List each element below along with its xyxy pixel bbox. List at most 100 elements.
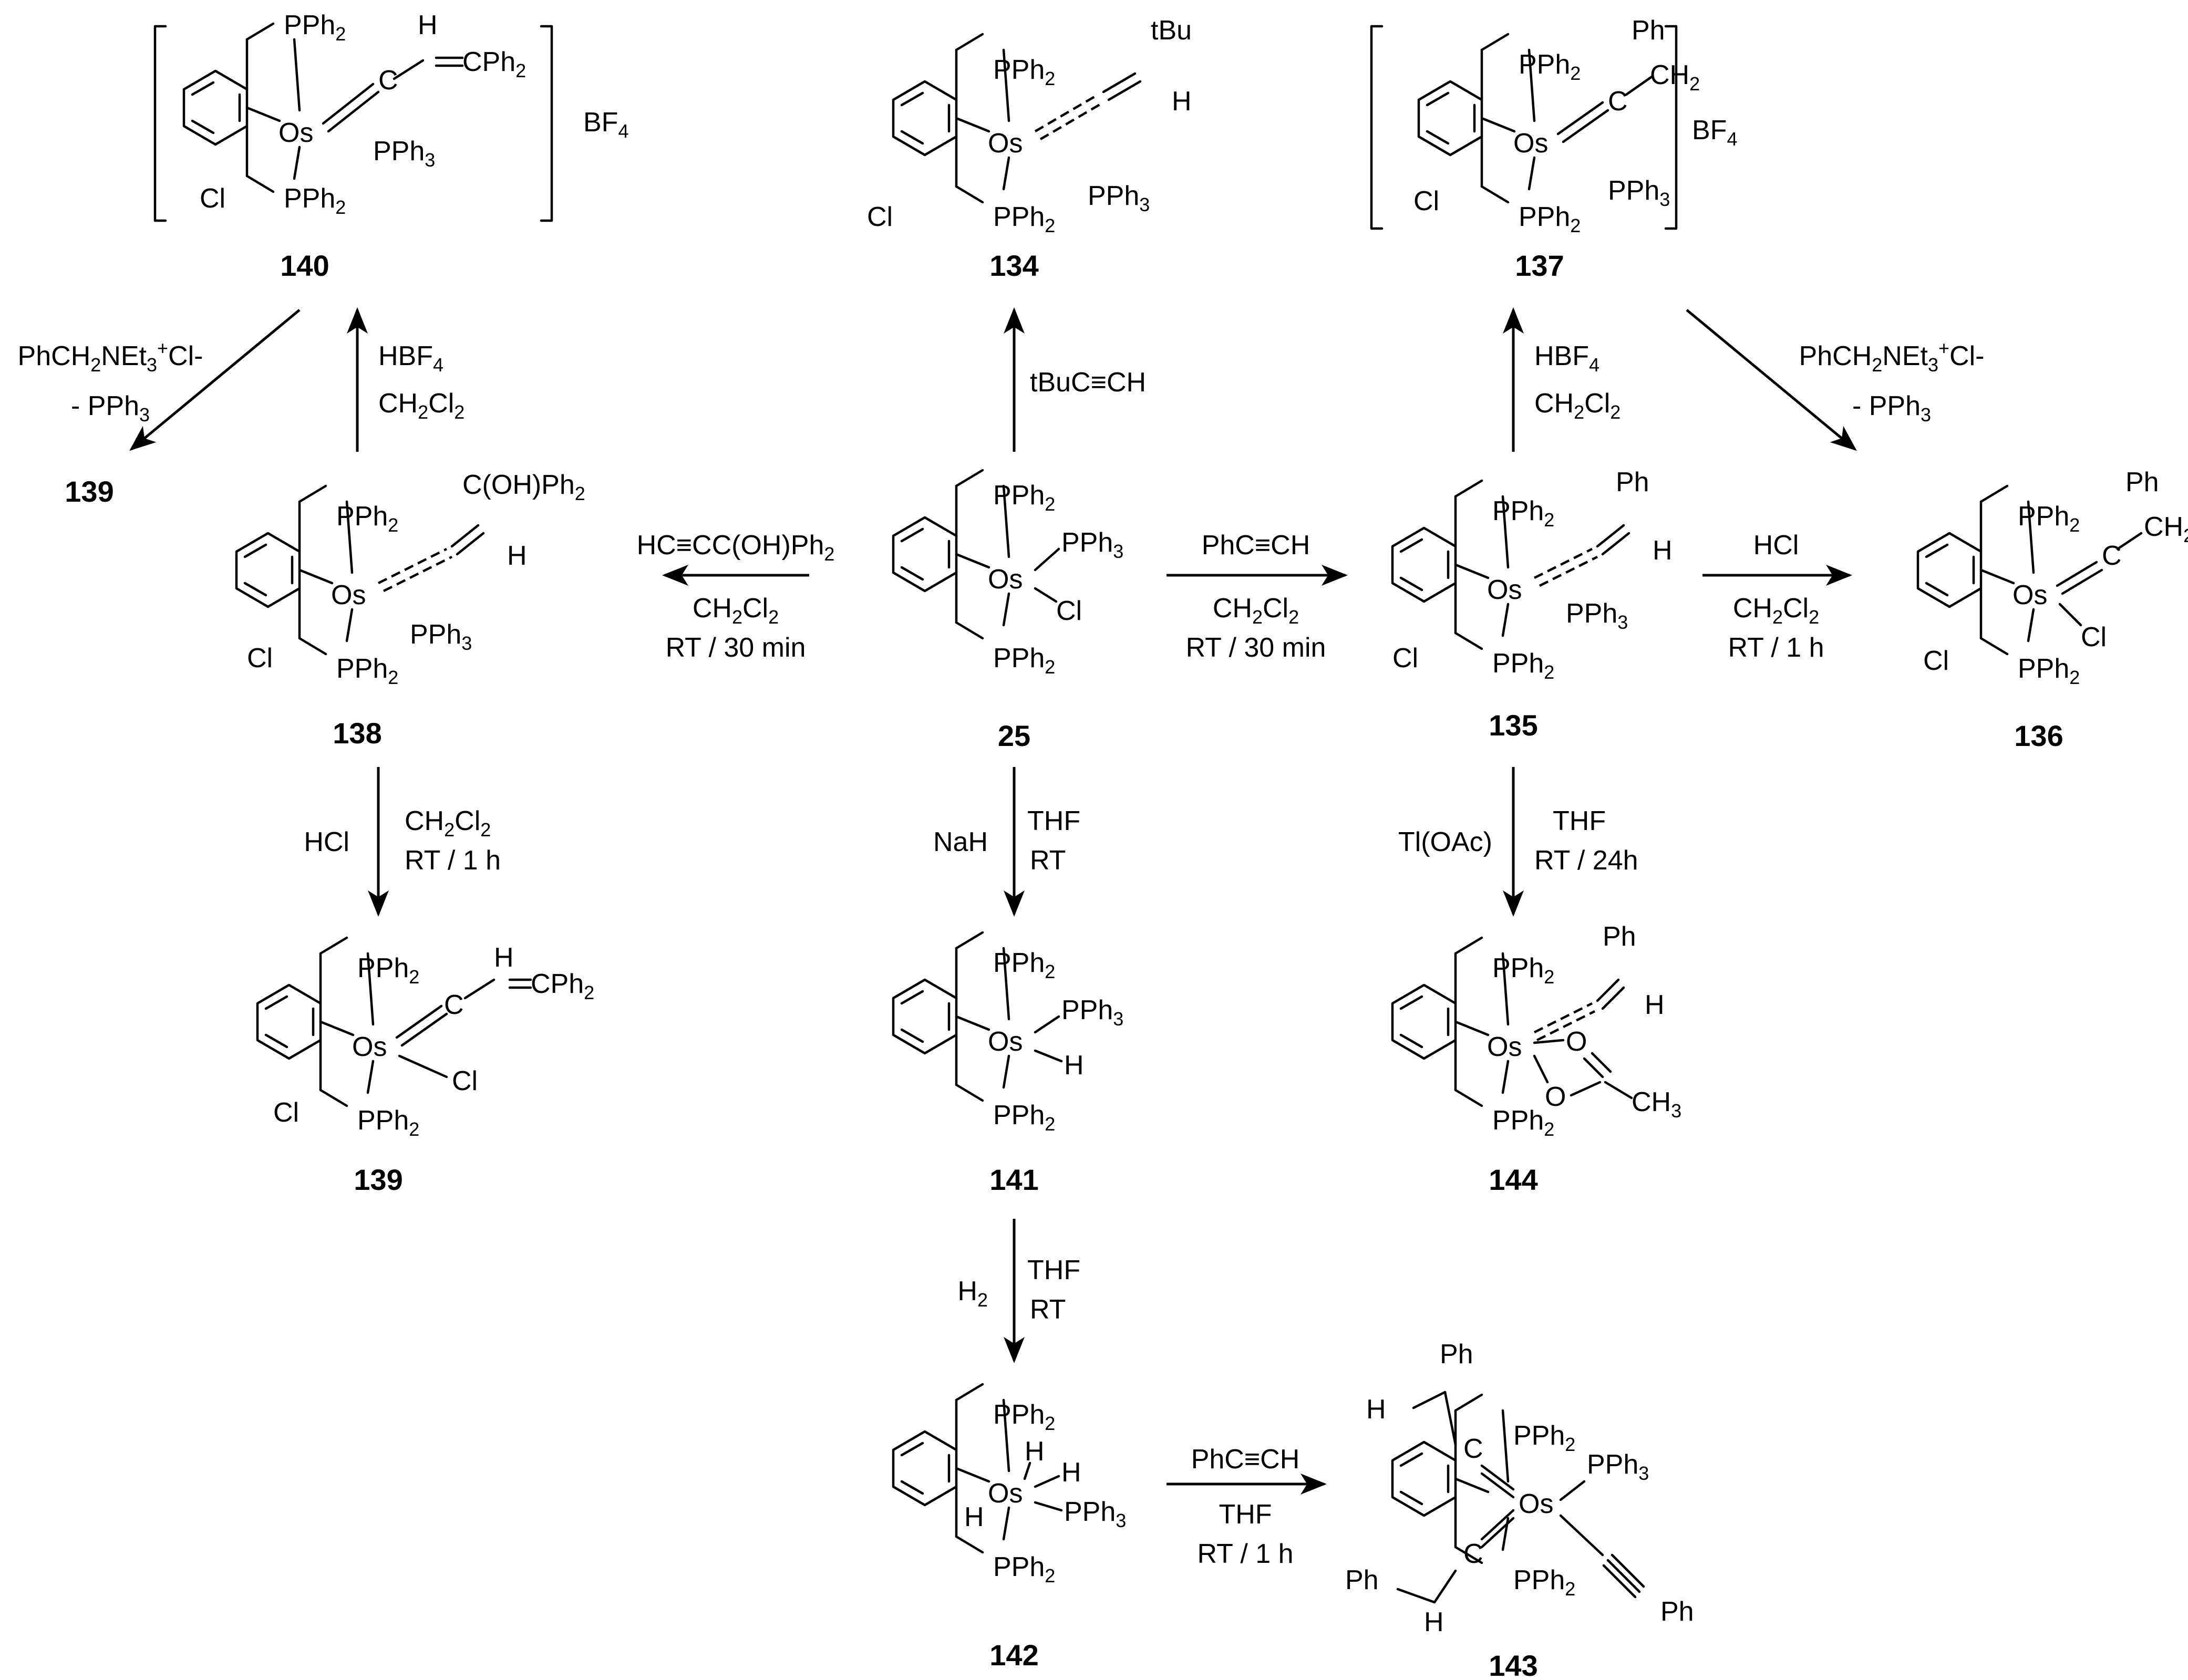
ligand-h: H <box>494 942 514 973</box>
ligand-pph2: PPh2​ <box>993 1100 1055 1135</box>
compound-135: PPh2​ PPh2​ PPh3​ Cl Os Ph H 135 <box>1392 467 1673 742</box>
compound-142: PPh2​ PPh2​ PPh3​ H H H Os 142 <box>893 1384 1126 1672</box>
compound-25: PPh2​ PPh2​ PPh3​ Cl Os 25 <box>893 470 1123 752</box>
ligand-pph2: PPh2​ <box>284 10 346 45</box>
ligand-o: O <box>1566 1026 1587 1057</box>
compound-137: PPh2​ PPh2​ PPh3​ Cl Os C Ph CH2​ BF4​ 1… <box>1370 15 1737 282</box>
conditions-label: RT <box>1030 1294 1066 1325</box>
ligand-pph2: PPh2​ <box>1492 1105 1554 1140</box>
ligand-cph2: CPh2​ <box>462 47 526 81</box>
compound-number: 143 <box>1489 1649 1537 1680</box>
ligand-h: H <box>1172 86 1192 117</box>
metal-os: Os <box>1487 575 1522 605</box>
ligand-pph2: PPh2​ <box>336 654 398 688</box>
solvent-label: CH2​Cl2​ <box>1733 593 1819 628</box>
ligand-pph2: PPh2​ <box>357 953 419 988</box>
ligand-pph2: PPh2​ <box>336 501 398 536</box>
conditions-label: RT / 30 min <box>1186 632 1326 663</box>
solvent-label: CH2​Cl2​ <box>1213 593 1299 628</box>
conditions-label: RT <box>1030 845 1066 876</box>
metal-os: Os <box>1513 128 1548 159</box>
ligand-h: H <box>1424 1607 1444 1637</box>
compound-138: PPh2​ PPh2​ PPh3​ Cl Os C(OH)Ph2​ H 138 <box>236 470 585 750</box>
ligand-pph2: PPh2​ <box>993 55 1055 89</box>
ligand-pph2: PPh2​ <box>357 1105 419 1140</box>
ligand-pph2: PPh2​ <box>284 183 346 218</box>
reagent-ammonium-salt: PhCH2​NEt3​+​Cl- <box>1799 337 1985 376</box>
ligand-ph: Ph <box>1603 921 1636 952</box>
reagent-hcl: HCl <box>1753 530 1799 561</box>
ligand-cl: Cl <box>200 183 225 214</box>
ligand-pph2: PPh2​ <box>1513 1565 1575 1600</box>
arrow-137-to-136: PhCH2​NEt3​+​Cl- - PPh3​ <box>1686 309 1985 451</box>
arrow-25-to-134: tBuC≡CH <box>1004 307 1146 452</box>
ligand-pph2: PPh2​ <box>1492 496 1554 531</box>
conditions-label: RT / 1 h <box>1728 632 1824 663</box>
ligand-h: H <box>1653 535 1673 566</box>
ligand-pph3: PPh3​ <box>1587 1449 1649 1484</box>
carbene-carbon: C <box>1463 1434 1483 1464</box>
compound-number: 137 <box>1515 249 1564 282</box>
metal-os: Os <box>988 1026 1023 1057</box>
allenylidene-carbon: C <box>378 65 398 96</box>
conditions-label: RT / 24h <box>1534 845 1638 876</box>
ligand-o: O <box>1545 1082 1566 1112</box>
ligand-h: H <box>964 1502 984 1532</box>
ligand-h: H <box>1025 1436 1045 1467</box>
ligand-ph: Ph <box>1660 1596 1694 1627</box>
ligand-pph2: PPh2​ <box>993 948 1055 982</box>
byproduct-label: - PPh3​ <box>71 391 150 426</box>
ligand-ph: Ph <box>1632 15 1665 46</box>
ligand-ph: Ph <box>2125 467 2159 497</box>
ligand-ph: Ph <box>1616 467 1649 497</box>
metal-os: Os <box>988 128 1023 159</box>
metal-os: Os <box>352 1032 387 1062</box>
reagent-ammonium-salt: PhCH2​NEt3​+​Cl- <box>18 337 203 376</box>
ligand-cph2: CPh2​ <box>531 969 594 1003</box>
compound-number: 144 <box>1489 1163 1537 1196</box>
compound-141: PPh2​ PPh2​ PPh3​ H Os 141 <box>893 932 1123 1196</box>
ligand-ch2: CH2​ <box>2144 512 2188 546</box>
compound-144: PPh2​ PPh2​ O O CH3​ Os Ph H 144 <box>1392 921 1681 1196</box>
compound-number: 142 <box>989 1638 1038 1672</box>
arrow-142-to-143: PhC≡CH THF RT / 1 h <box>1167 1444 1327 1569</box>
ligand-cl: Cl <box>273 1097 299 1128</box>
counterion: BF4​ <box>583 107 628 142</box>
ligand-cl: Cl <box>1392 643 1418 673</box>
solvent-label: THF <box>1027 1255 1080 1285</box>
metal-os: Os <box>1487 1032 1522 1062</box>
ligand-ph: Ph <box>1345 1565 1379 1595</box>
arrow-135-to-137: HBF4​ CH2​Cl2​ <box>1503 307 1621 452</box>
ligand-h: H <box>1645 990 1665 1020</box>
compound-number: 25 <box>998 719 1030 752</box>
metal-os: Os <box>278 118 313 148</box>
solvent-label: THF <box>1553 806 1606 836</box>
ligand-pph2: PPh2​ <box>1513 1420 1575 1455</box>
arrow-140-to-139: PhCH2​NEt3​+​Cl- - PPh3​ <box>18 309 301 451</box>
byproduct-label: - PPh3​ <box>1852 391 1931 426</box>
compound-number-139-ref: 139 <box>65 475 113 508</box>
arrow-25-to-138: HC≡CC(OH)Ph2​ CH2​Cl2​ RT / 30 min <box>637 530 835 663</box>
ligand-cl: Cl <box>1413 186 1439 216</box>
compound-number: 141 <box>989 1163 1038 1196</box>
ligand-pph2: PPh2​ <box>1492 953 1554 988</box>
ligand-pph2: PPh2​ <box>993 1399 1055 1434</box>
conditions-label: RT / 1 h <box>405 845 501 876</box>
ligand-h: H <box>507 541 527 571</box>
ligand-pph3: PPh3​ <box>410 619 472 654</box>
compound-140: PPh2​ PPh2​ PPh3​ Cl Os C H CPh2​ BF4​ 1… <box>153 10 628 282</box>
ligand-pph2: PPh2​ <box>993 202 1055 236</box>
ligand-coh-ph2: C(OH)Ph2​ <box>462 470 585 504</box>
compound-139: PPh2​ PPh2​ Cl Cl Os C H CPh2​ 139 <box>257 938 594 1196</box>
compound-number: 139 <box>354 1163 402 1196</box>
conditions-label: RT / 30 min <box>666 632 806 663</box>
compound-number: 135 <box>1489 709 1537 742</box>
ligand-pph2: PPh2​ <box>1519 49 1581 84</box>
ligand-pph3: PPh3​ <box>1088 181 1150 215</box>
solvent-label: CH2​Cl2​ <box>1534 388 1621 423</box>
arrow-25-to-135: PhC≡CH CH2​Cl2​ RT / 30 min <box>1167 530 1348 663</box>
arrow-135-to-136: HCl CH2​Cl2​ RT / 1 h <box>1702 530 1852 663</box>
ligand-pph2: PPh2​ <box>2018 501 2080 536</box>
ligand-h: H <box>1061 1457 1081 1488</box>
